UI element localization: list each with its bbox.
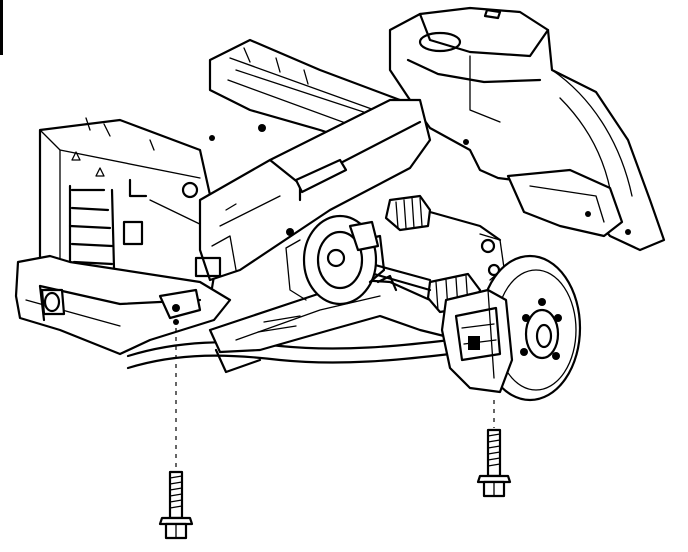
wheel-hub	[524, 308, 560, 360]
right-bolt-flange	[476, 474, 512, 484]
radiator-support	[38, 117, 222, 312]
page-edge-mark	[0, 0, 3, 55]
wheelhouse-inner-fender	[388, 6, 666, 252]
detail-fasteners	[71, 124, 631, 236]
right-mounting-bolt	[476, 400, 512, 498]
left-mounting-bolt	[158, 319, 194, 540]
main-frame-rail	[194, 98, 432, 282]
strut-and-upper-mount	[285, 214, 505, 306]
left-bolt-flange	[158, 516, 194, 526]
brake-caliper	[440, 288, 514, 394]
